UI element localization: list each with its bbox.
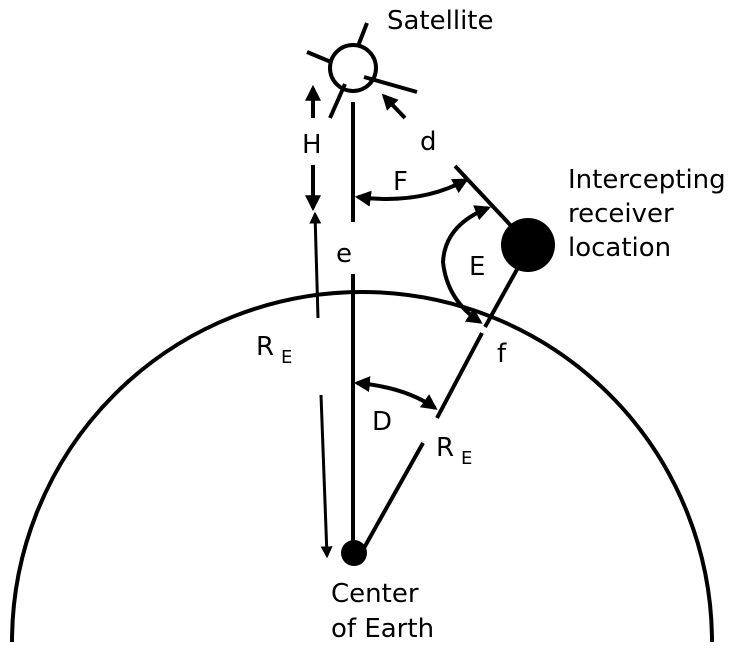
re-arrow-down	[319, 394, 333, 559]
label-receiver-line1: Intercepting	[568, 165, 726, 195]
line-re-lower	[362, 442, 425, 549]
receiver-location-dot	[501, 218, 555, 272]
re-arrow-up	[309, 211, 322, 319]
label-re-right-sub: E	[461, 448, 472, 469]
angle-e-arc	[440, 205, 491, 324]
center-of-earth-dot	[341, 540, 367, 566]
label-receiver-line2: receiver	[568, 199, 674, 229]
label-f: f	[497, 339, 507, 369]
earth-surface-arc	[10, 290, 714, 643]
satellite-icon	[306, 22, 418, 119]
angle-d-arc	[353, 376, 438, 410]
label-re-left-sub: E	[281, 347, 292, 368]
label-h: H	[302, 130, 322, 160]
label-e-angle: E	[469, 252, 485, 282]
line-re-upper	[435, 332, 484, 419]
label-re-right: R	[436, 433, 454, 463]
label-center-line2: of Earth	[331, 614, 434, 644]
label-center-line1: Center	[331, 579, 419, 609]
label-receiver-line3: location	[568, 233, 671, 263]
label-d: d	[420, 127, 437, 157]
angle-f-arc	[354, 178, 469, 207]
label-re-left: R	[256, 332, 274, 362]
label-e: e	[336, 239, 352, 269]
label-f-angle: F	[393, 167, 408, 197]
label-d-angle: D	[372, 407, 392, 437]
satellite-pointer-arrow	[381, 93, 407, 120]
label-satellite: Satellite	[387, 6, 494, 36]
